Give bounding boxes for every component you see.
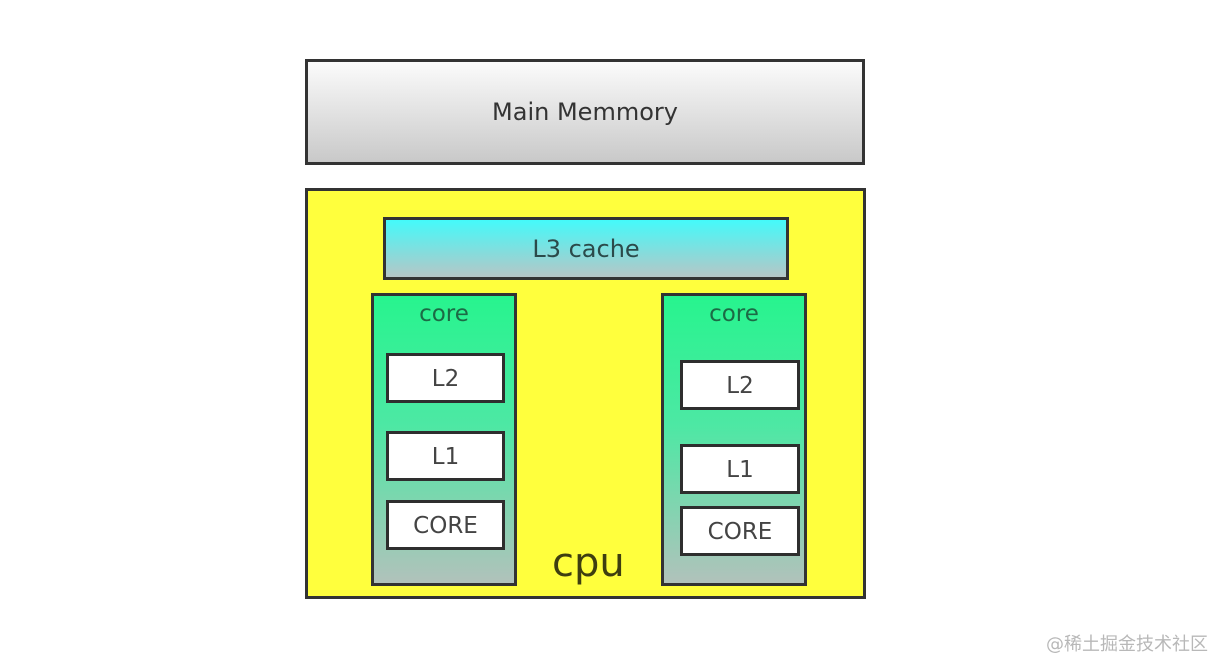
core-block-2: core L2 L1 CORE	[661, 293, 807, 586]
l2-label: L2	[431, 366, 460, 392]
l3-cache-block: L3 cache	[383, 217, 789, 280]
l3-cache-label: L3 cache	[532, 235, 640, 263]
core-label: core	[709, 301, 759, 327]
main-memory-block: Main Memmory	[305, 59, 865, 165]
l1-cache-block: L1	[680, 444, 800, 494]
core-block-1: core L2 L1 CORE	[371, 293, 517, 586]
core-unit-block: CORE	[680, 506, 800, 556]
l2-label: L2	[726, 373, 754, 399]
l2-cache-block: L2	[680, 360, 800, 410]
core-unit-block: CORE	[386, 500, 505, 550]
l1-cache-block: L1	[386, 431, 505, 481]
core-label: core	[419, 301, 469, 327]
l1-label: L1	[431, 444, 460, 470]
cpu-label: cpu	[552, 540, 625, 586]
l2-cache-block: L2	[386, 353, 505, 403]
main-memory-label: Main Memmory	[492, 98, 678, 126]
core-unit-label: CORE	[707, 519, 773, 545]
core-unit-label: CORE	[413, 513, 478, 539]
watermark: @稀土掘金技术社区	[1046, 634, 1208, 655]
l1-label: L1	[726, 457, 754, 483]
